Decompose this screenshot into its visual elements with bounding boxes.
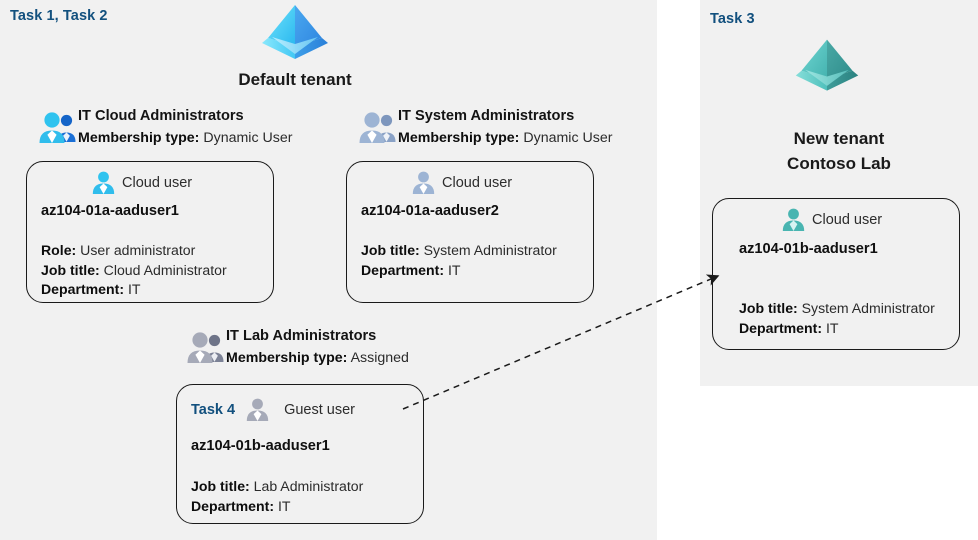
group-users-icon xyxy=(38,111,80,145)
card-prop-label: Job title: xyxy=(41,261,100,278)
group-membership-label: Membership type: xyxy=(78,130,200,146)
card-kind: Cloud user xyxy=(122,174,193,191)
card-prop-label: Department: xyxy=(41,281,125,297)
card-prop-value: IT xyxy=(447,261,461,278)
card-username: az104-01a-aaduser2 xyxy=(361,203,499,219)
card-prop-label: Job title: xyxy=(739,300,798,316)
group-name: IT Lab Administrators xyxy=(226,328,377,344)
card-prop-value: User administrator xyxy=(80,242,196,258)
card-prop-value: Lab Administrator xyxy=(253,478,364,494)
group-membership-label: Membership type: xyxy=(398,130,520,146)
task-label-3: Task 3 xyxy=(710,11,755,27)
new-tenant-title-line2: Contoso Lab xyxy=(787,154,891,173)
card-username: az104-01a-aaduser1 xyxy=(41,203,179,219)
card-prop-label: Department: xyxy=(361,261,445,278)
card-prop-department: Department: IT xyxy=(739,319,935,339)
card-kind: Cloud user xyxy=(812,211,883,228)
card-prop-label: Job title: xyxy=(361,242,420,258)
card-kind: Cloud user xyxy=(442,174,513,191)
task-label-4: Task 4 xyxy=(191,401,236,418)
group-users-icon xyxy=(358,111,400,145)
card-prop-label: Job title: xyxy=(191,478,250,494)
default-tenant-title: Default tenant xyxy=(238,70,352,89)
card-prop-label: Role: xyxy=(41,242,77,258)
card-prop-job-title: Job title: System Administrator xyxy=(739,299,935,319)
card-properties: Role: User administrator Job title: Clou… xyxy=(41,241,227,300)
card-properties: Job title: Lab Administrator Department:… xyxy=(191,477,363,516)
card-prop-label: Department: xyxy=(191,497,275,514)
card-properties: Job title: System Administrator Departme… xyxy=(739,299,935,338)
group-membership: Membership type: Assigned xyxy=(226,348,409,369)
card-header: Task 4 Guest user xyxy=(191,397,355,422)
card-prop-value: IT xyxy=(825,319,839,336)
new-tenant-title-line1: New tenant xyxy=(793,129,885,148)
cloud-user-icon xyxy=(781,207,806,232)
group-membership: Membership type: Dynamic User xyxy=(398,128,612,149)
group-membership: Membership type: Dynamic User xyxy=(78,128,292,149)
card-properties: Job title: System Administrator Departme… xyxy=(361,241,557,280)
card-prop-job-title: Job title: System Administrator xyxy=(361,241,557,261)
azure-ad-tenant-icon-default xyxy=(258,2,332,66)
card-prop-value: IT xyxy=(277,497,291,514)
group-name: IT Cloud Administrators xyxy=(78,108,244,124)
card-prop-value: System Administrator xyxy=(423,242,557,258)
card-kind: Guest user xyxy=(284,401,355,418)
card-header: Cloud user xyxy=(91,170,192,195)
default-tenant-panel xyxy=(0,0,657,540)
user-card-aaduser1[interactable]: Cloud user az104-01a-aaduser1 Role: User… xyxy=(26,161,274,303)
card-header: Cloud user xyxy=(411,170,512,195)
card-header: Cloud user xyxy=(781,207,882,232)
card-prop-value: System Administrator xyxy=(801,300,935,316)
card-username: az104-01b-aaduser1 xyxy=(739,241,878,257)
group-users-icon xyxy=(186,331,228,365)
group-membership-label: Membership type: xyxy=(226,350,348,366)
card-prop-label: Department: xyxy=(739,319,823,336)
card-prop-role: Role: User administrator xyxy=(41,241,227,261)
group-name: IT System Administrators xyxy=(398,108,575,124)
card-prop-department: Department: IT xyxy=(191,497,363,517)
card-prop-value: Cloud Administrator xyxy=(103,261,227,278)
task-label-1-2: Task 1, Task 2 xyxy=(10,8,108,24)
card-prop-job-title: Job title: Lab Administrator xyxy=(191,477,363,497)
guest-user-icon xyxy=(245,397,270,422)
card-prop-job-title: Job title: Cloud Administrator xyxy=(41,261,227,281)
cloud-user-icon xyxy=(91,170,116,195)
group-membership-value: Assigned xyxy=(350,350,409,366)
user-card-new-tenant-aaduser1[interactable]: Cloud user az104-01b-aaduser1 Job title:… xyxy=(712,198,960,350)
group-membership-value: Dynamic User xyxy=(203,130,293,146)
group-membership-value: Dynamic User xyxy=(523,130,613,146)
card-username: az104-01b-aaduser1 xyxy=(191,438,330,454)
cloud-user-icon xyxy=(411,170,436,195)
user-card-guest-aaduser1[interactable]: Task 4 Guest user az104-01b-aaduser1 Job… xyxy=(176,384,424,524)
card-prop-value: IT xyxy=(127,281,141,297)
card-prop-department: Department: IT xyxy=(361,261,557,281)
user-card-aaduser2[interactable]: Cloud user az104-01a-aaduser2 Job title:… xyxy=(346,161,594,303)
azure-ad-tenant-icon-new xyxy=(792,36,862,98)
card-prop-department: Department: IT xyxy=(41,280,227,300)
